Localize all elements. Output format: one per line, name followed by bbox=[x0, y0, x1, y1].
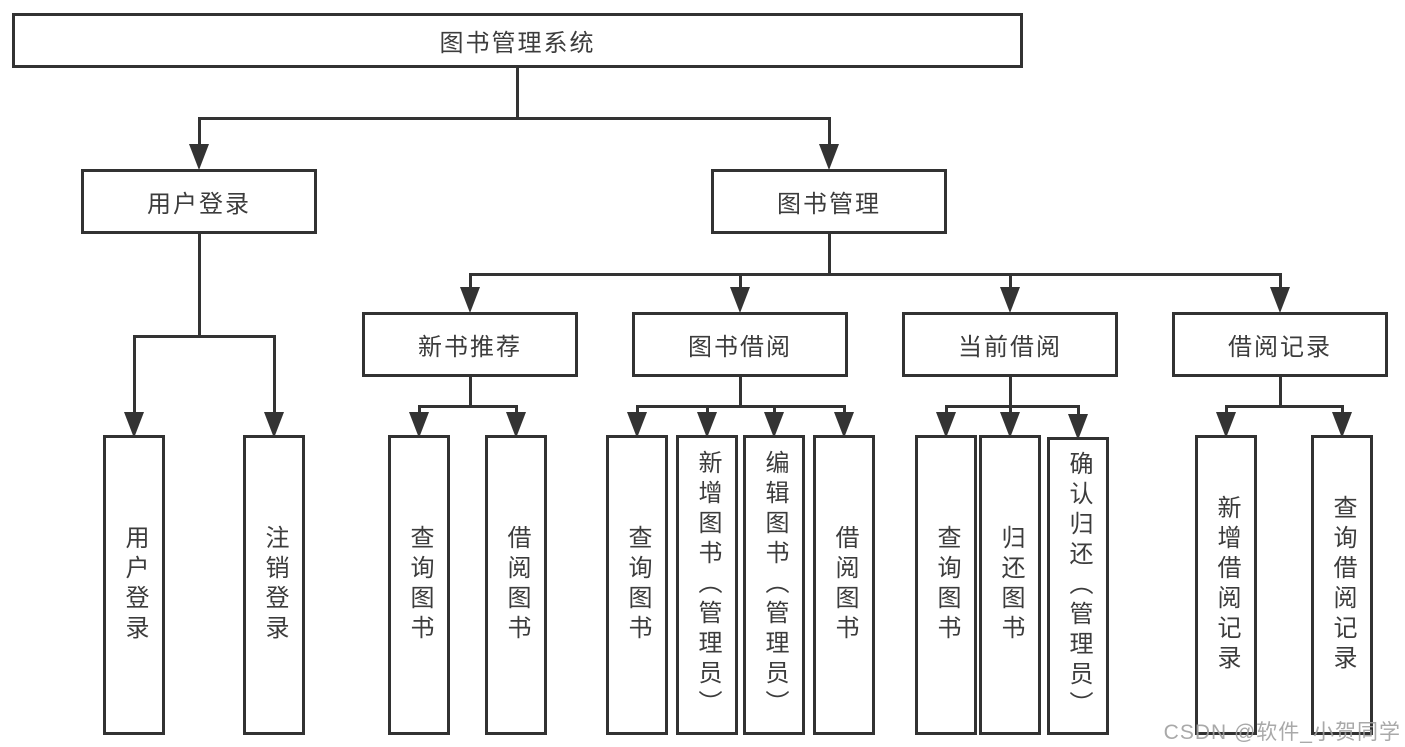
node-label: 查询图书 bbox=[624, 525, 651, 645]
connector-to-logout bbox=[273, 335, 276, 415]
connector-stub bbox=[418, 405, 421, 415]
node-query-books-borrowing: 查询图书 bbox=[606, 435, 668, 735]
arrow-down-icon bbox=[460, 287, 480, 313]
connector-records-down bbox=[1279, 377, 1282, 408]
node-borrowing-records: 借阅记录 bbox=[1172, 312, 1388, 377]
connector-to-borrowing-records bbox=[1279, 273, 1282, 291]
connector-borrowing-bar bbox=[636, 405, 845, 408]
node-label: 新增借阅记录 bbox=[1213, 495, 1240, 675]
node-label: 用户登录 bbox=[147, 191, 251, 218]
arrow-down-icon bbox=[124, 412, 144, 438]
node-label: 查询图书 bbox=[406, 525, 433, 645]
arrow-down-icon bbox=[264, 412, 284, 438]
arrow-down-icon bbox=[506, 412, 526, 438]
node-user-login-leaf: 用户登录 bbox=[103, 435, 165, 735]
node-borrow-books-recommend: 借阅图书 bbox=[485, 435, 547, 735]
arrow-down-icon bbox=[1068, 414, 1088, 440]
node-add-borrow-record: 新增借阅记录 bbox=[1195, 435, 1257, 735]
node-label: 图书管理系统 bbox=[439, 30, 596, 57]
node-borrow-books-borrowing: 借阅图书 bbox=[813, 435, 875, 735]
connector-level1-bar bbox=[198, 117, 830, 120]
connector-current-down bbox=[1009, 377, 1012, 408]
node-user-login: 用户登录 bbox=[81, 169, 317, 234]
connector-stub bbox=[773, 405, 776, 415]
connector-stub bbox=[843, 405, 846, 415]
arrow-down-icon bbox=[409, 412, 429, 438]
node-confirm-return-admin: 确认归还（管理员） bbox=[1047, 437, 1109, 735]
arrow-down-icon bbox=[1000, 412, 1020, 438]
connector-borrowing-down bbox=[739, 377, 742, 408]
node-return-books: 归还图书 bbox=[979, 435, 1041, 735]
watermark-csdn: CSDN @软件_小贺同学 bbox=[1163, 721, 1401, 744]
node-current-borrowing: 当前借阅 bbox=[902, 312, 1118, 377]
arrow-down-icon bbox=[1332, 412, 1352, 438]
connector-current-bar bbox=[945, 405, 1079, 408]
node-library-management-system: 图书管理系统 bbox=[12, 13, 1023, 68]
connector-to-current-borrowing bbox=[1009, 273, 1012, 291]
node-label: 借阅记录 bbox=[1228, 334, 1332, 361]
connector-to-book-management bbox=[828, 117, 831, 147]
node-query-books-current: 查询图书 bbox=[915, 435, 977, 735]
node-label: 图书管理 bbox=[777, 191, 881, 218]
connector-to-new-book-recommendation bbox=[469, 273, 472, 291]
arrow-down-icon bbox=[730, 287, 750, 313]
connector-to-book-borrowing bbox=[739, 273, 742, 291]
connector-recommend-down bbox=[469, 377, 472, 408]
node-label: 注销登录 bbox=[261, 525, 288, 645]
node-label: 用户登录 bbox=[121, 525, 148, 645]
node-label: 新书推荐 bbox=[418, 334, 522, 361]
node-book-management: 图书管理 bbox=[711, 169, 947, 234]
connector-level2-bar bbox=[469, 273, 1281, 276]
arrow-down-icon bbox=[1270, 287, 1290, 313]
connector-stub bbox=[945, 405, 948, 415]
arrow-down-icon bbox=[936, 412, 956, 438]
node-label: 借阅图书 bbox=[831, 525, 858, 645]
connector-stub bbox=[1009, 405, 1012, 415]
connector-recommend-bar bbox=[418, 405, 518, 408]
connector-to-user-login-leaf bbox=[133, 335, 136, 415]
node-label: 确认归还（管理员） bbox=[1065, 451, 1092, 721]
node-label: 查询图书 bbox=[933, 525, 960, 645]
node-new-book-recommendation: 新书推荐 bbox=[362, 312, 578, 377]
arrow-down-icon bbox=[1000, 287, 1020, 313]
connector-user-login-bar bbox=[133, 335, 275, 338]
arrow-down-icon bbox=[834, 412, 854, 438]
arrow-down-icon bbox=[764, 412, 784, 438]
connector-user-login-down bbox=[198, 234, 201, 338]
node-label: 查询借阅记录 bbox=[1329, 495, 1356, 675]
connector-stub bbox=[636, 405, 639, 415]
arrow-down-icon bbox=[819, 144, 839, 170]
node-query-borrow-record: 查询借阅记录 bbox=[1311, 435, 1373, 735]
node-book-borrowing: 图书借阅 bbox=[632, 312, 848, 377]
connector-stub bbox=[1341, 405, 1344, 415]
node-query-books-recommend: 查询图书 bbox=[388, 435, 450, 735]
connector-stub bbox=[1077, 405, 1080, 415]
arrow-down-icon bbox=[189, 144, 209, 170]
arrow-down-icon bbox=[627, 412, 647, 438]
arrow-down-icon bbox=[1216, 412, 1236, 438]
node-add-books-admin: 新增图书（管理员） bbox=[676, 435, 738, 735]
node-label: 编辑图书（管理员） bbox=[761, 450, 788, 720]
arrow-down-icon bbox=[697, 412, 717, 438]
connector-root-down bbox=[516, 68, 519, 120]
connector-stub bbox=[515, 405, 518, 415]
node-logout-login: 注销登录 bbox=[243, 435, 305, 735]
node-label: 图书借阅 bbox=[688, 334, 792, 361]
connector-to-user-login bbox=[198, 117, 201, 147]
connector-stub bbox=[1225, 405, 1228, 415]
node-edit-books-admin: 编辑图书（管理员） bbox=[743, 435, 805, 735]
node-label: 借阅图书 bbox=[503, 525, 530, 645]
node-label: 归还图书 bbox=[997, 525, 1024, 645]
connector-records-bar bbox=[1225, 405, 1343, 408]
node-label: 新增图书（管理员） bbox=[694, 450, 721, 720]
node-label: 当前借阅 bbox=[958, 334, 1062, 361]
connector-book-management-down bbox=[828, 234, 831, 276]
connector-stub bbox=[706, 405, 709, 415]
